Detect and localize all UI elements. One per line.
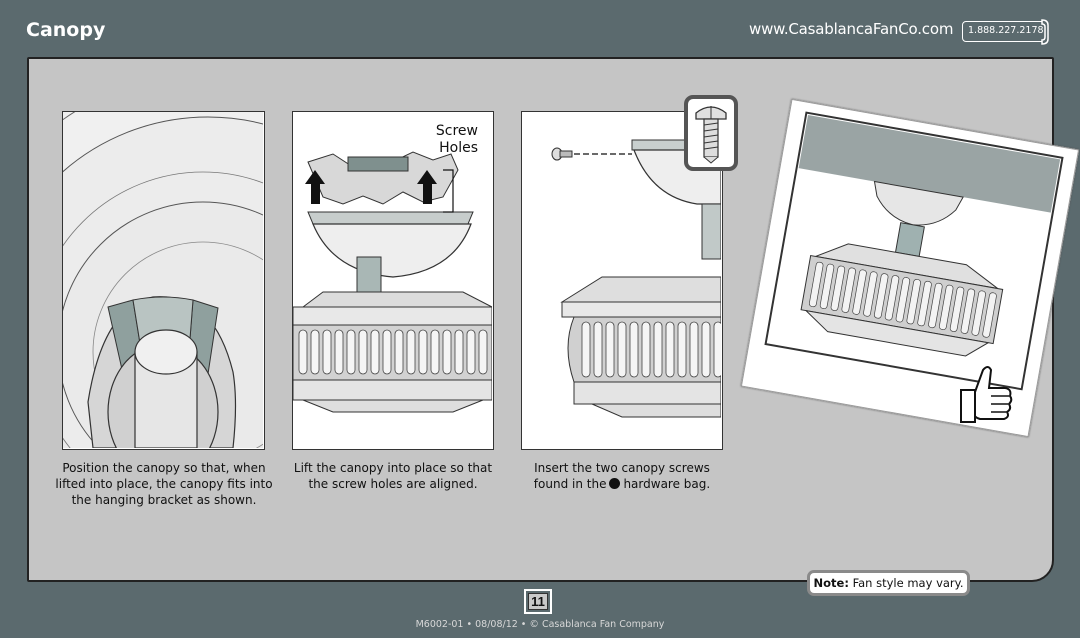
phone-handset-icon <box>1041 19 1049 45</box>
screw-holes-label-line1: Screw <box>435 123 478 139</box>
screw-icon <box>695 106 727 164</box>
phone-box: 1.888.227.2178 <box>962 19 1049 45</box>
page-number: 11 <box>528 593 548 610</box>
phone-number: 1.888.227.2178 <box>968 25 1044 36</box>
step2-caption-line1: Lift the canopy into place so that <box>293 461 493 475</box>
footer-text: M6002-01 • 08/08/12 • © Casablanca Fan C… <box>415 619 665 630</box>
thumbs-up-icon <box>960 366 1013 423</box>
page-number-box: 11 <box>524 589 552 614</box>
step1-caption-line2: lifted into place, the canopy fits into <box>55 477 273 491</box>
step1-caption: Position the canopy so that, when lifted… <box>52 460 276 508</box>
fan-photo <box>740 98 1080 438</box>
step3-caption-line2-end: hardware bag. <box>623 477 711 491</box>
note-box: Note: Fan style may vary. <box>807 570 970 596</box>
step2-caption-line2: the screw holes are aligned. <box>308 477 478 491</box>
step2-caption: Lift the canopy into place so that the s… <box>282 460 504 492</box>
step3-caption-line1: Insert the two canopy screws <box>534 461 710 475</box>
step3-caption: Insert the two canopy screws found in th… <box>511 460 733 492</box>
hardware-bag-dot-icon <box>609 478 621 489</box>
step2-illustration <box>292 111 494 450</box>
screw-holes-label-line2: Holes <box>439 140 478 156</box>
screw-callout <box>684 95 738 171</box>
step1-caption-line1: Position the canopy so that, when <box>62 461 266 475</box>
step1-illustration <box>62 111 265 450</box>
step1-caption-line3: the hanging bracket as shown. <box>71 493 257 507</box>
note-label: Note: <box>813 576 849 590</box>
step3-caption-line2-start: found in the <box>533 477 607 491</box>
website-link[interactable]: www.CasablancaFanCo.com <box>749 20 954 38</box>
page-title: Canopy <box>26 19 106 41</box>
note-text: Fan style may vary. <box>848 576 964 590</box>
